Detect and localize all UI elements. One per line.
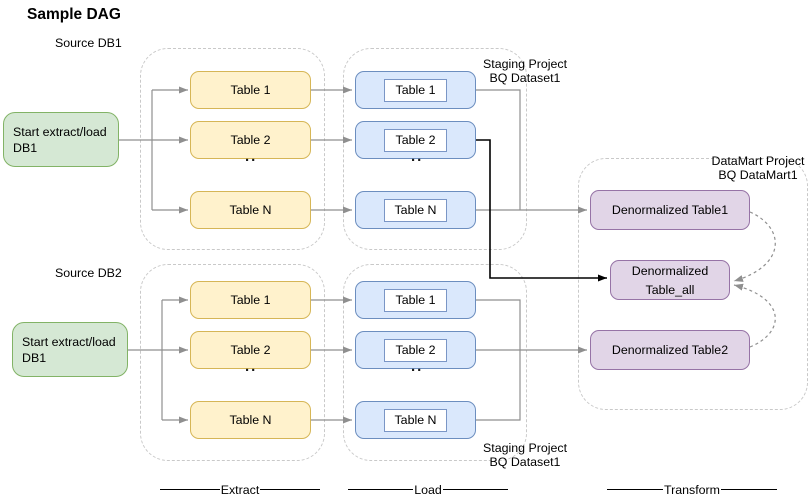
wire-l2-merge-top xyxy=(476,299,521,350)
inner-table-box: Table N xyxy=(384,198,447,222)
load1-tablen-node: Table N xyxy=(355,191,476,229)
load-group-db1 xyxy=(343,48,527,250)
denormalized-table1-node: Denormalized Table1 xyxy=(590,190,750,230)
extract2-tablen-node: Table N xyxy=(190,401,311,439)
extract2-ellipsis-dots: .. xyxy=(245,356,255,378)
denormalized-table-all-node: Denormalized Table_all xyxy=(610,260,730,300)
phase-line-right xyxy=(442,489,509,490)
extract1-tablen-node: Table N xyxy=(190,191,311,229)
load1-table1-node: Table 1 xyxy=(355,71,476,109)
denormalized-table2-node: Denormalized Table2 xyxy=(590,330,750,370)
inner-table-box: Table 2 xyxy=(384,128,447,152)
phase-load: Load xyxy=(348,482,509,497)
load2-table1-node: Table 1 xyxy=(355,281,476,319)
extract2-table1-node: Table 1 xyxy=(190,281,311,319)
phase-line-right xyxy=(721,489,777,490)
wire-l1-merge xyxy=(476,89,521,210)
staging-label-2: Staging Project BQ Dataset1 xyxy=(482,441,568,469)
inner-table-box: Table 1 xyxy=(384,288,447,312)
staging-label-1: Staging Project BQ Dataset1 xyxy=(482,57,568,85)
start-node-db2: Start extract/load DB1 xyxy=(12,322,128,377)
inner-table-box: Table N xyxy=(384,408,447,432)
load1-table2-node: Table 2 xyxy=(355,121,476,159)
wire-dm1-to-dmall xyxy=(733,211,776,282)
datamart-group xyxy=(578,158,808,410)
phase-extract-label: Extract xyxy=(220,482,260,497)
load2-table2-node: Table 2 xyxy=(355,331,476,369)
extract1-table2-node: Table 2 xyxy=(190,121,311,159)
diagram-title: Sample DAG xyxy=(27,6,121,23)
load1-ellipsis-dots: .. xyxy=(411,146,421,168)
wire-l2-merge-bottom xyxy=(476,350,521,421)
load2-ellipsis-dots: .. xyxy=(411,356,421,378)
phase-line-left xyxy=(348,489,414,490)
inner-table-box: Table 2 xyxy=(384,338,447,362)
extract1-ellipsis-dots: .. xyxy=(245,146,255,168)
datamart-label: DataMart Project BQ DataMart1 xyxy=(711,154,805,182)
extract2-table2-node: Table 2 xyxy=(190,331,311,369)
load-group-db2 xyxy=(343,264,527,461)
phase-transform-label: Transform xyxy=(664,482,720,497)
phase-line-right xyxy=(260,489,320,490)
wire-to-dm-table-all xyxy=(476,139,607,282)
start-node-db1: Start extract/load DB1 xyxy=(3,112,119,167)
phase-transform: Transform xyxy=(607,482,777,497)
source-db1-label: Source DB1 xyxy=(55,36,122,50)
wire-dm2-to-dmall xyxy=(733,283,776,348)
phase-load-label: Load xyxy=(414,482,442,497)
extract-group-db2 xyxy=(140,264,325,461)
phase-line-left xyxy=(160,489,220,490)
source-db2-label: Source DB2 xyxy=(55,266,122,280)
phase-line-left xyxy=(607,489,663,490)
extract1-table1-node: Table 1 xyxy=(190,71,311,109)
extract-group-db1 xyxy=(140,48,325,250)
phase-extract: Extract xyxy=(160,482,320,497)
inner-table-box: Table 1 xyxy=(384,78,447,102)
load2-tablen-node: Table N xyxy=(355,401,476,439)
